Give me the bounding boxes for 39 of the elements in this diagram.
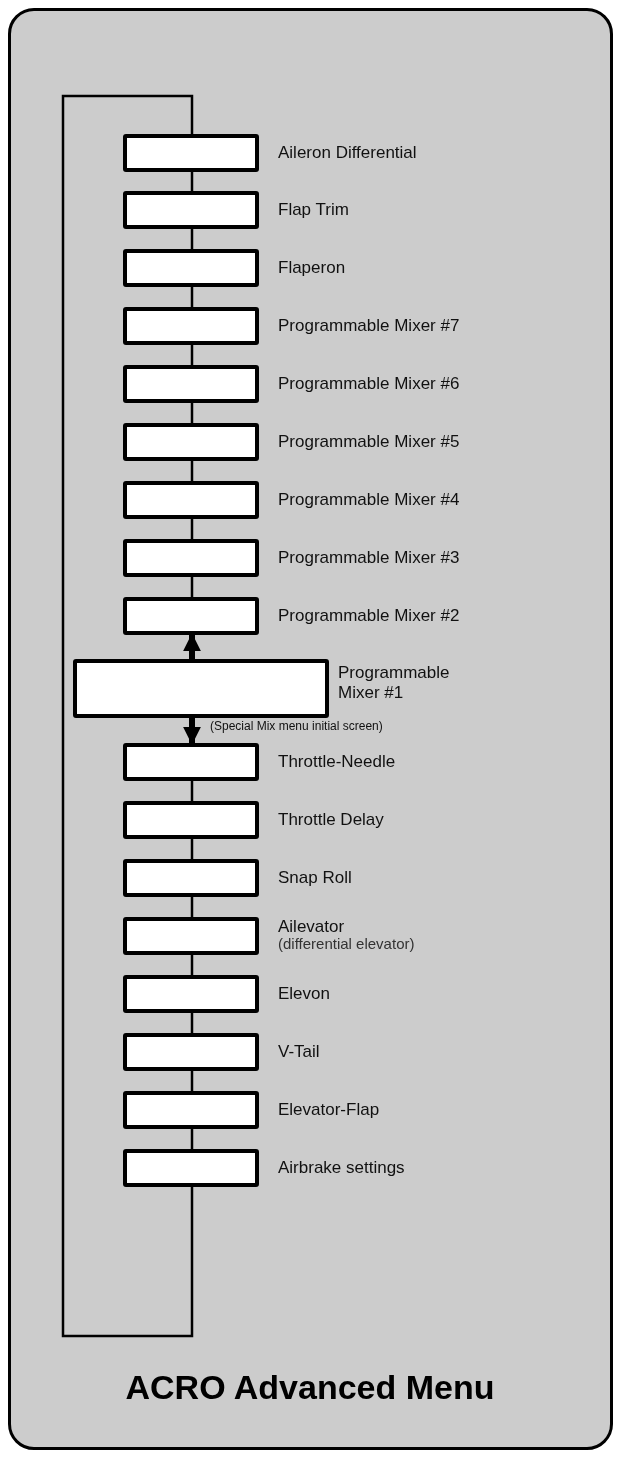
connector-line (190, 1013, 194, 1033)
connector-line (190, 897, 194, 917)
connector-line (190, 577, 194, 597)
connector-line (190, 781, 194, 801)
menu-item-label: Aileron Differential (278, 143, 417, 163)
menu-item-label: Ailevator (278, 917, 345, 937)
diagram-title: ACRO Advanced Menu (125, 1368, 495, 1407)
connector-line (190, 519, 194, 539)
menu-item-label: Programmable Mixer #5 (278, 432, 460, 452)
connector-line (190, 839, 194, 859)
menu-item-note: (differential elevator) (278, 936, 415, 952)
menu-item-label: Throttle Delay (278, 810, 384, 830)
arrow (183, 633, 201, 659)
connector-line (190, 345, 194, 365)
connector-line (190, 1071, 194, 1091)
connector-line (190, 461, 194, 481)
menu-item-label: Programmable Mixer #7 (278, 316, 460, 336)
menu-item-label: Flap Trim (278, 200, 349, 220)
connector-line (190, 403, 194, 423)
screen-note: (Special Mix menu initial screen) (210, 720, 383, 733)
menu-item-label: Flaperon (278, 258, 346, 278)
menu-item-label: Programmable Mixer #4 (278, 490, 460, 510)
arrow (183, 718, 201, 745)
menu-item-label: Programmable Mixer #3 (278, 548, 460, 568)
menu-item-label: Airbrake settings (278, 1158, 405, 1178)
menu-item-label: Programmable Mixer #1 (338, 663, 451, 703)
menu-item-label: Elevator-Flap (278, 1100, 380, 1120)
menu-item-label: Elevon (278, 984, 330, 1004)
connector-line (190, 172, 194, 191)
menu-item-label: Programmable Mixer #2 (278, 606, 460, 626)
menu-item-label: V-Tail (278, 1042, 320, 1062)
connector-line (190, 955, 194, 975)
connector-line (61, 94, 194, 1338)
connector-line (190, 287, 194, 307)
menu-item-label: Programmable Mixer #6 (278, 374, 460, 394)
menu-item-label: Throttle-Needle (278, 752, 396, 772)
connector-line (190, 1129, 194, 1149)
connector-line (190, 229, 194, 249)
menu-item-label: Snap Roll (278, 868, 352, 888)
